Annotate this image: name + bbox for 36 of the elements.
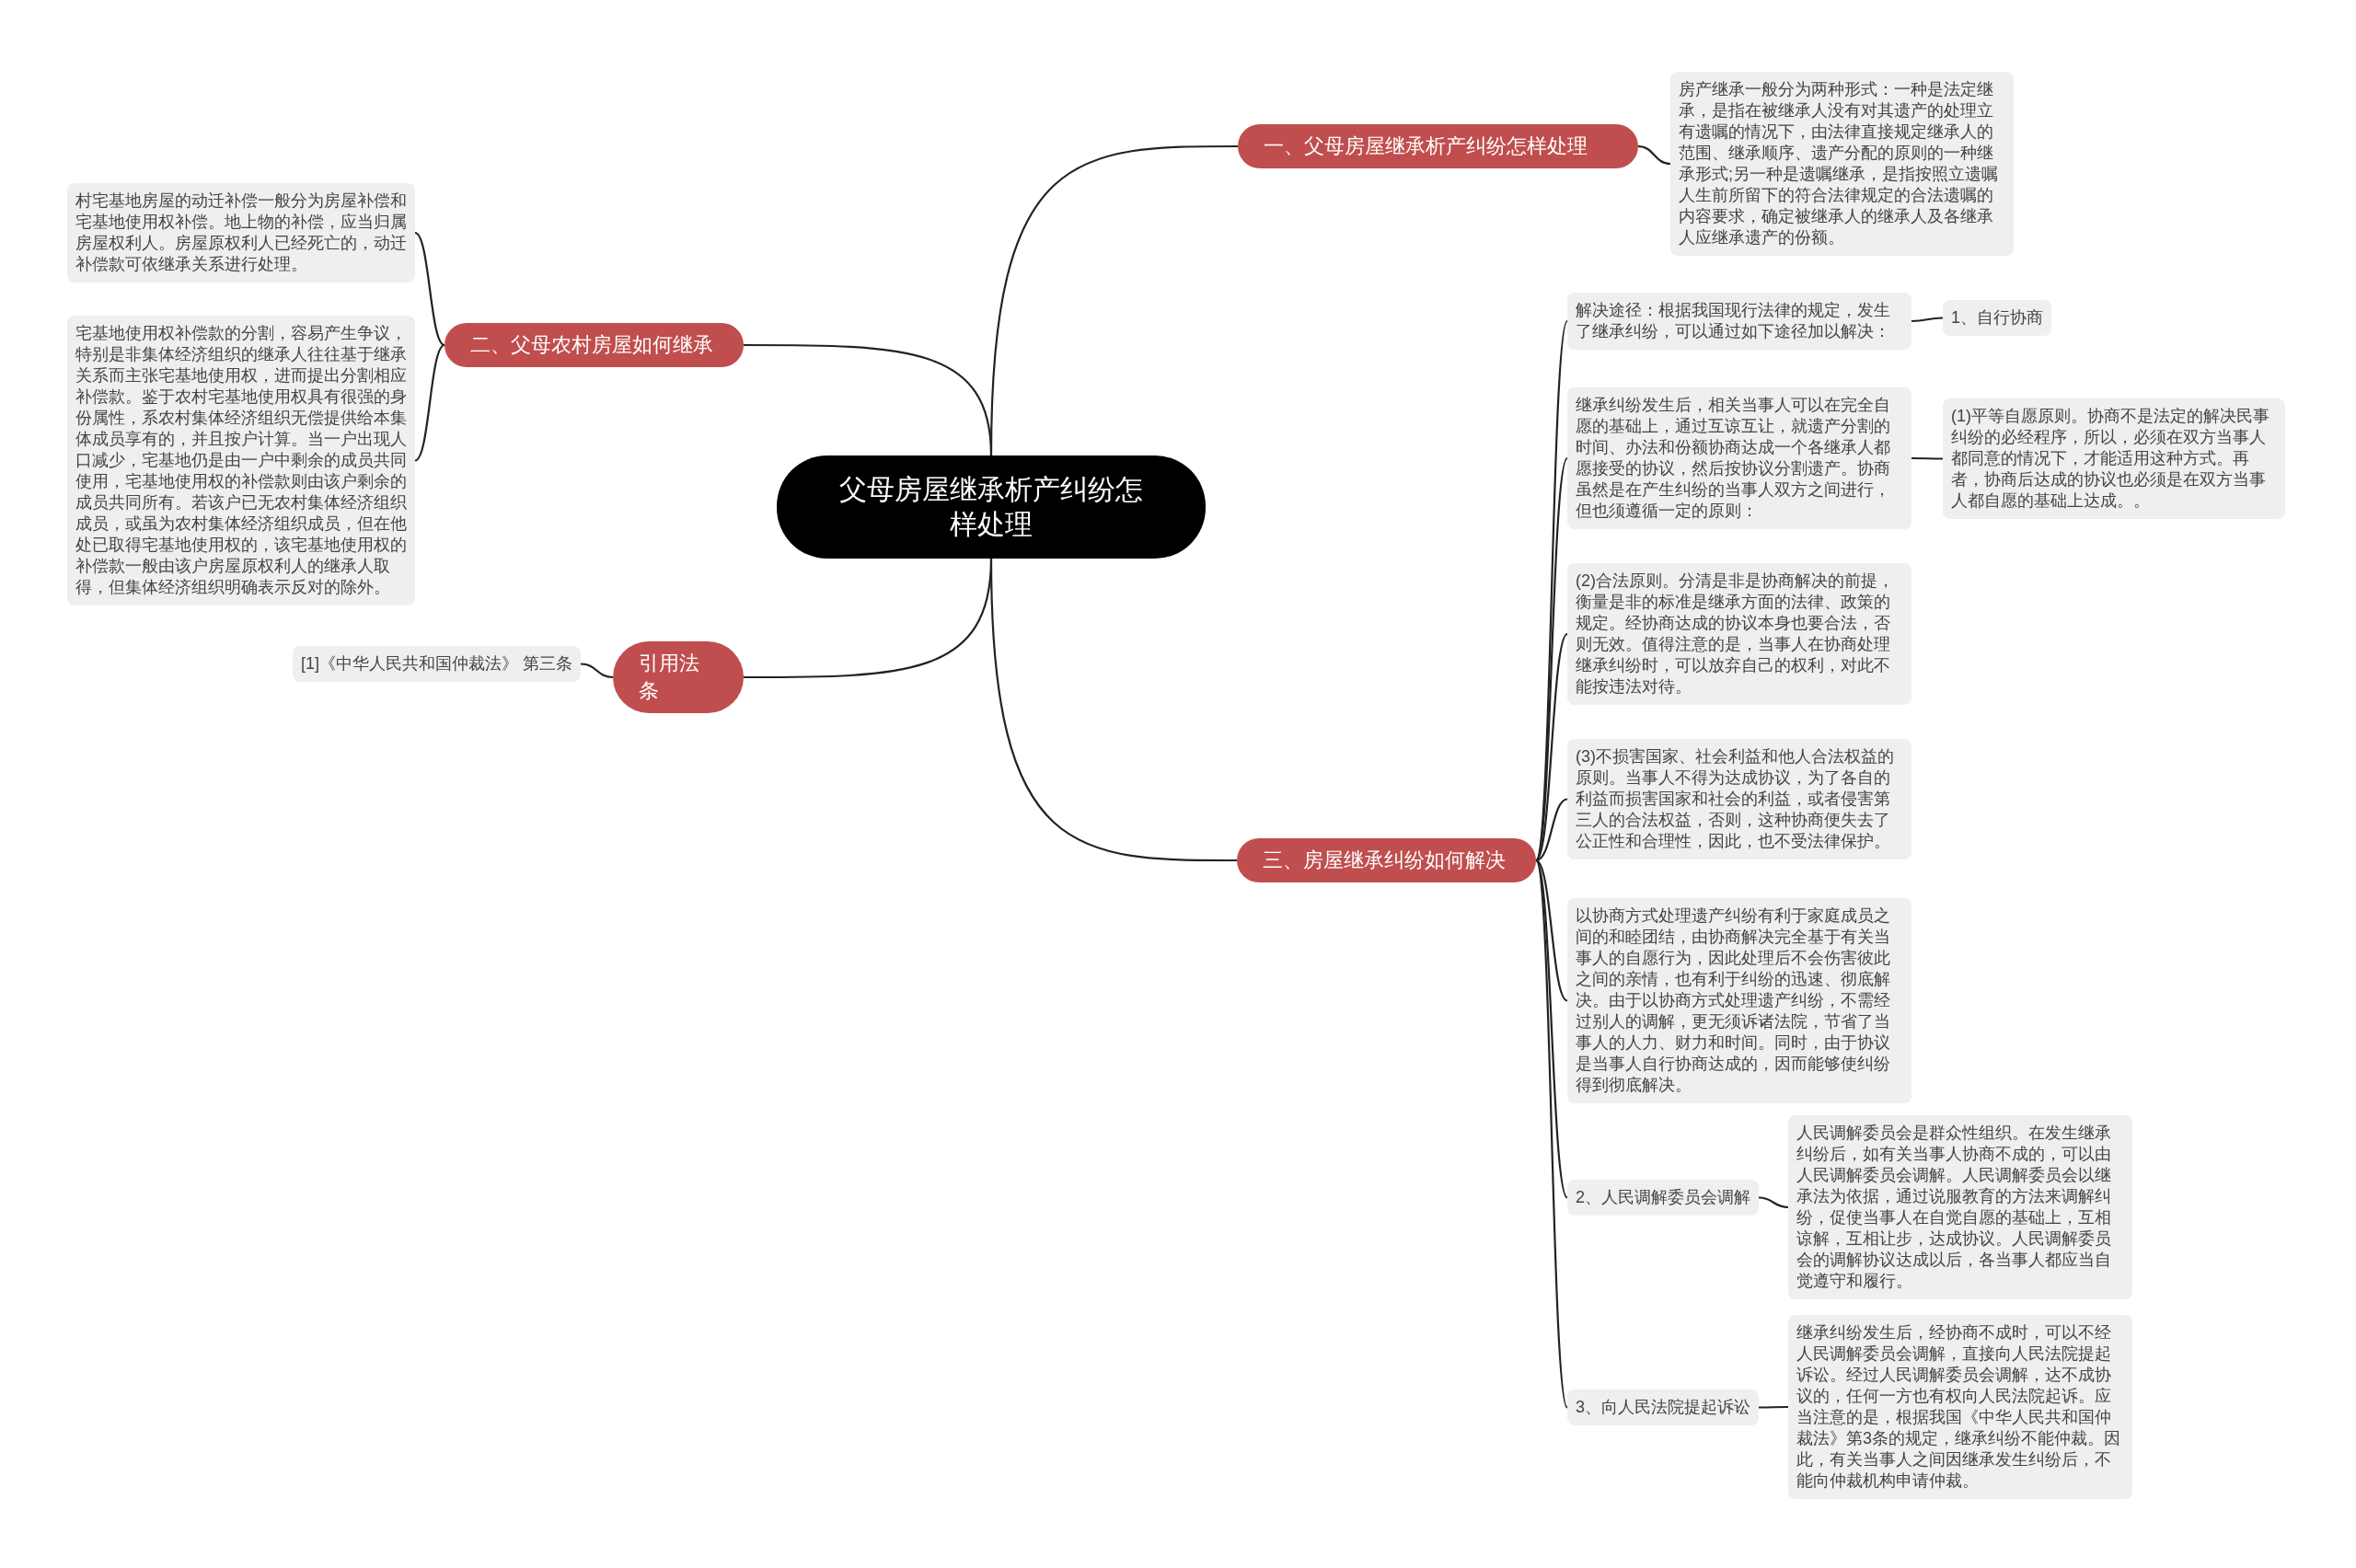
connector-line [580,663,614,679]
branch-topic: 引用法条 [613,641,744,713]
connector-line [1535,798,1568,862]
note-card: (2)合法原则。分清是非是协商解决的前提，衡量是非的标准是继承方面的法律、政策的规定。经协商达成的协议本身也要合法，否则无效。值得注意的是，当事人在协商处理继承纠纷时，可以放弃自己的权利，对此不能按违法对待。 [1567,563,1911,705]
subtopic-card: 1、自行协商 [1943,300,2051,336]
connector-line [1911,456,1943,460]
subtopic-card: 3、向人民法院提起诉讼 [1567,1389,1759,1425]
connector-line [414,232,445,346]
connector-line [414,344,445,462]
connector-line [1637,144,1671,166]
connector-line [1535,633,1568,861]
note-card: 人民调解委员会是群众性组织。在发生继承纠纷后，如有关当事人协商不成的，可以由人民调解委员会调解。人民调解委员会以继承法为依据，通过说服教育的方法来调解纠纷，促使当事人在自觉自愿的基础上，互相谅解，互相让步，达成协议。人民调解委员会的调解协议达成以后，各当事人都应当自觉遵守和履行。 [1788,1115,2132,1299]
note-card: 村宅基地房屋的动迁补偿一般分为房屋补偿和宅基地使用权补偿。地上物的补偿，应当归属房屋权利人。房屋原权利人已经死亡的，动迁补偿款可依继承关系进行处理。 [67,183,415,282]
note-card: (3)不损害国家、社会利益和他人合法权益的原则。当事人不得为达成协议，为了各自的利益而损害国家和社会的利益，或者侵害第三人的合法权益，否则，这种协商便失去了公正性和合理性，因此，也不受法律保护。 [1567,739,1911,859]
central-topic: 父母房屋继承析产纠纷怎样处理 [777,455,1206,559]
connector-line [744,343,993,456]
note-card: 继承纠纷发生后，相关当事人可以在完全自愿的基础上，通过互谅互让，就遗产分割的时间、办法和份额协商达成一个各继承人都愿接受的协议，然后按协议分割遗产。协商虽然是在产生纠纷的当事人双方之间进行，但也须遵循一定的原则： [1567,387,1911,529]
note-card: 以协商方式处理遗产纠纷有利于家庭成员之间的和睦团结，由协商解决完全基于有关当事人的自愿行为，因此处理后不会伤害彼此之间的亲情，也有利于纠纷的迅速、彻底解决。由于以协商方式处理遗产纠纷，不需经过别人的调解，更无须诉诸法院，节省了当事人的人力、财力和时间。同时，由于协议是当事人自行协商达成的，因而能够使纠纷得到彻底解决。 [1567,898,1911,1103]
connector-line [1535,457,1568,861]
connector-line [1534,859,1569,1408]
branch-topic: 二、父母农村房屋如何继承 [445,323,744,367]
note-card: 宅基地使用权补偿款的分割，容易产生争议，特别是非集体经济组织的继承人往往基于继承关系而主张宅基地使用权，进而提出分割相应补偿款。鉴于农村宅基地使用权具有很强的身份属性，系农村集体经济组织无偿提供给本集体成员享有的，并且按户计算。当一户出现人口减少，宅基地仍是由一户中剩余的成员共同使用，宅基地使用权的补偿款则由该户剩余的成员共同所有。若该户已无农村集体经济组织成员，或虽为农村集体经济组织成员，但在他处已取得宅基地使用权的，该宅基地使用权的补偿款一般由该户房屋原权利人的继承人取得，但集体经济组织明确表示反对的除外。 [67,316,415,605]
note-card: (1)平等自愿原则。协商不是法定的解决民事纠纷的必经程序，所以，必须在双方当事人都同意的情况下，才能适用这种方式。再者，协商后达成的协议也必须是在双方当事人都自愿的基础上达成。。 [1943,398,2285,519]
connector-line [1759,1405,1788,1409]
note-card: 解决途径：根据我国现行法律的规定，发生了继承纠纷，可以通过如下途径加以解决： [1567,293,1911,350]
connector-line [1535,859,1568,1002]
connector-line [1911,317,1943,323]
branch-topic: 三、房屋继承纠纷如何解决 [1237,838,1536,882]
subtopic-card: 2、人民调解委员会调解 [1567,1180,1759,1216]
citation-card: [1]《中华人民共和国仲裁法》 第三条 [293,646,581,682]
connector-line [989,558,1237,862]
note-card: 房产继承一般分为两种形式：一种是法定继承，是指在被继承人没有对其遗产的处理立有遗嘱的情况下，由法律直接规定继承人的范围、继承顺序、遗产分配的原则的一种继承形式;另一种是遗嘱继承，是指按照立遗嘱人生前所留下的符合法律规定的合法遗嘱的内容要求，确定被继承人的继承人及各继承人应继承遗产的份额。 [1670,72,2014,256]
branch-topic: 一、父母房屋继承析产纠纷怎样处理 [1238,124,1638,168]
connector-line [1758,1196,1789,1209]
note-card: 继承纠纷发生后，经协商不成时，可以不经人民调解委员会调解，直接向人民法院提起诉讼。经过人民调解委员会调解，达不成协议的，任何一方也有权向人民法院起诉。应当注意的是，根据我国《中华人民共和国仲裁法》第3条的规定，继承纠纷不能仲裁。因此，有关当事人之间因继承发生纠纷后，不能向仲裁机构申请仲裁。 [1788,1315,2132,1499]
connector-line [1535,859,1568,1199]
